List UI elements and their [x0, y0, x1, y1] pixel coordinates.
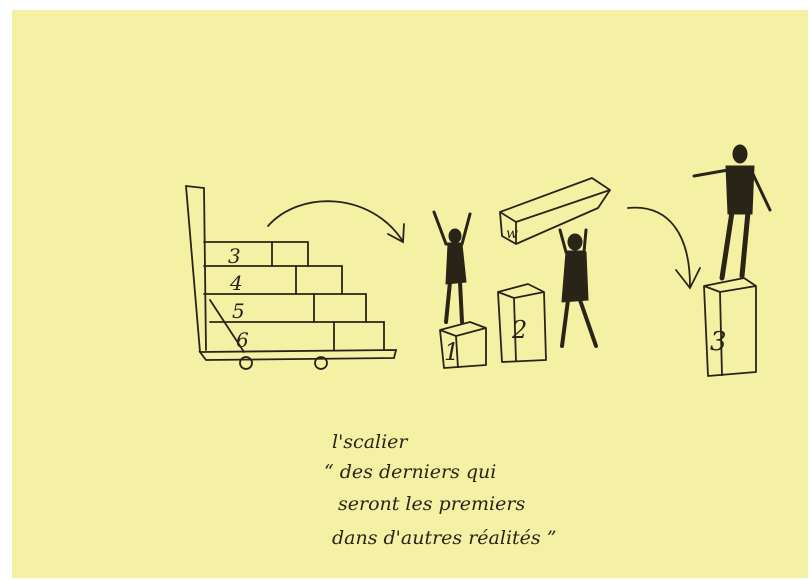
podium-label: 2 — [511, 316, 527, 344]
stair-step-label: 5 — [232, 299, 245, 323]
podium-label: 3 — [710, 327, 727, 357]
stair-step-label: 6 — [236, 328, 249, 352]
caption-line: seront les premiers — [338, 493, 525, 515]
carried-box-label: w — [506, 226, 518, 242]
stair-step-label: 3 — [228, 244, 241, 268]
stair-step-label: 4 — [229, 271, 243, 295]
caption-line: “ des derniers qui — [324, 461, 496, 483]
caption-line: dans d'autres réalités ” — [332, 527, 556, 549]
caption-line: l'scalier — [332, 431, 409, 453]
podium-label: 1 — [444, 338, 459, 366]
